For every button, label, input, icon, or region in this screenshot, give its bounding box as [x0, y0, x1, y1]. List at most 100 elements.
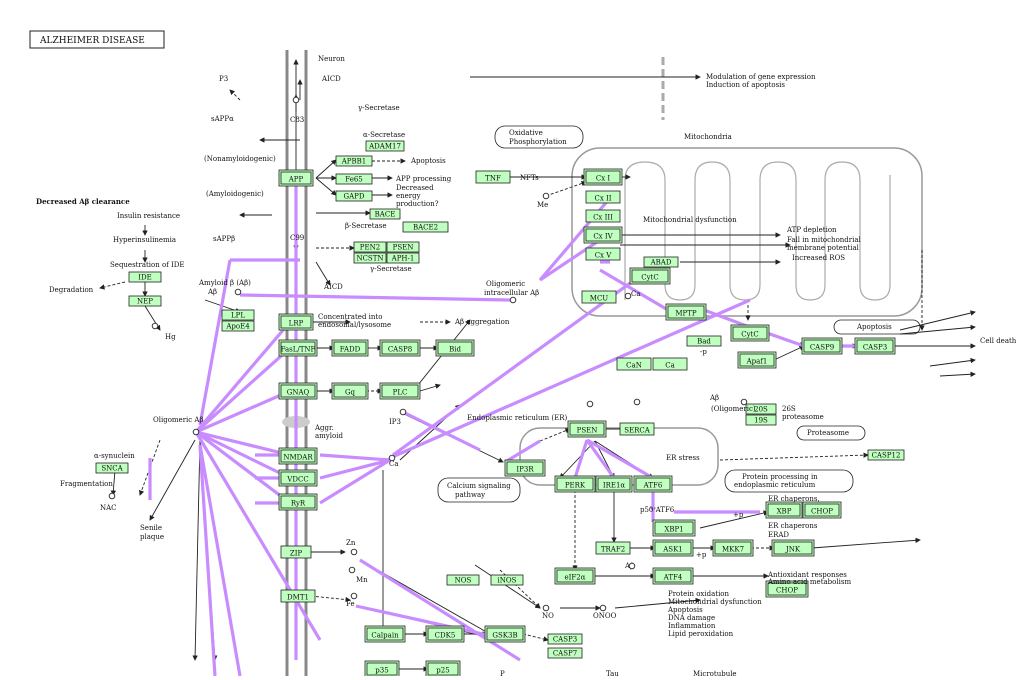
gene-node-mptp[interactable]: MPTP	[665, 303, 707, 321]
gene-node-casp3b[interactable]: CASP3	[547, 633, 583, 645]
compound-dot[interactable]	[192, 428, 200, 436]
gene-node-19s[interactable]: 19S	[745, 414, 777, 426]
gene-node-atf4[interactable]: ATF4	[652, 567, 694, 585]
gene-node-cxii[interactable]: Cx II	[585, 190, 621, 204]
compound-dot[interactable]	[108, 492, 116, 500]
compound-dot[interactable]	[234, 288, 242, 296]
label-hyperins: Hyperinsulinemia	[113, 236, 176, 244]
label-c99: C99	[290, 234, 304, 242]
gene-node-abad[interactable]: ABAD	[643, 256, 679, 268]
gene-node-nep[interactable]: NEP	[128, 295, 162, 307]
gene-node-calpain[interactable]: Calpain	[364, 625, 406, 643]
compound-dot[interactable]	[509, 296, 517, 304]
gene-node-fasl[interactable]: FasL/TNF	[278, 339, 318, 357]
gene-node-eif2a[interactable]: eIF2α	[554, 567, 596, 585]
gene-node-gsk3b[interactable]: GSK3B	[484, 625, 526, 643]
gene-node-p35[interactable]: p35	[364, 660, 400, 678]
gene-node-atf6[interactable]: ATF6	[633, 475, 673, 493]
gene-node-gapd[interactable]: GAPD	[335, 190, 373, 202]
gene-node-snca[interactable]: SNCA	[95, 462, 129, 474]
gene-node-fadd[interactable]: FADD	[331, 339, 369, 357]
gene-node-app[interactable]: APP	[278, 169, 314, 187]
gene-node-bace2[interactable]: BACE2	[402, 221, 449, 233]
gene-node-nmdar[interactable]: NMDAR	[278, 447, 318, 465]
gene-node-adam17[interactable]: ADAM17	[365, 140, 405, 152]
compound-dot[interactable]	[633, 398, 641, 406]
gene-node-ide[interactable]: IDE	[128, 271, 162, 283]
gene-node-aph1[interactable]: APH-1	[386, 252, 420, 264]
compound-dot[interactable]	[350, 592, 358, 600]
gene-node-dmt1[interactable]: DMT1	[280, 589, 316, 603]
gene-node-zip[interactable]: ZIP	[280, 545, 312, 559]
compound-dot[interactable]	[292, 96, 300, 104]
gene-node-ire1a[interactable]: IRE1α	[595, 475, 633, 493]
label-ca2: Ca	[389, 460, 399, 468]
gene-node-chop2[interactable]: CHOP	[802, 501, 842, 519]
compound-dot[interactable]	[350, 548, 358, 556]
gene-node-ip3r[interactable]: IP3R	[504, 459, 546, 477]
gene-node-20s[interactable]: 20S	[745, 403, 777, 415]
gene-node-chop[interactable]: CHOP	[765, 580, 809, 598]
gene-node-cxv[interactable]: Cx V	[585, 247, 621, 261]
gene-node-jnk[interactable]: JNK	[771, 539, 815, 557]
compound-dot[interactable]	[399, 408, 407, 416]
gene-node-perk[interactable]: PERK	[554, 475, 596, 493]
gene-node-xbp[interactable]: XBP	[765, 501, 803, 519]
gene-node-serca[interactable]: SERCA	[619, 422, 655, 436]
gene-node-mcu[interactable]: MCU	[581, 290, 617, 304]
gene-node-tnf[interactable]: TNF	[475, 170, 511, 184]
compound-dot[interactable]	[624, 292, 632, 300]
gene-node-nos[interactable]: NOS	[446, 574, 480, 586]
gene-node-bid[interactable]: Bid	[435, 339, 475, 357]
gene-node-cdk5[interactable]: CDK5	[425, 625, 465, 643]
gene-node-vdcc[interactable]: VDCC	[278, 469, 318, 487]
gene-node-cxiv[interactable]: Cx IV	[583, 226, 623, 244]
gene-node-casp12[interactable]: CASP12	[867, 449, 905, 461]
compound-dot[interactable]	[542, 192, 550, 200]
gene-node-fe65[interactable]: Fe65	[335, 173, 373, 185]
gene-node-bace[interactable]: BACE	[369, 208, 401, 220]
pathway-edge	[614, 597, 701, 609]
compound-dot[interactable]	[151, 322, 159, 330]
gene-node-apaf1[interactable]: Apaf1	[737, 351, 777, 369]
gene-node-cytc[interactable]: CytC	[730, 324, 770, 342]
gene-box	[773, 541, 813, 555]
gene-node-can2[interactable]: Ca	[652, 357, 688, 371]
compound-dot[interactable]	[388, 454, 396, 462]
gene-node-casp7[interactable]: CASP7	[547, 647, 583, 659]
gene-label: IP3R	[516, 466, 534, 474]
gene-node-gnaq[interactable]: GNAQ	[278, 382, 318, 400]
gene-node-xbp1[interactable]: XBP1	[652, 519, 696, 537]
gene-node-lrp[interactable]: LRP	[278, 313, 314, 331]
compound-dot[interactable]	[628, 562, 636, 570]
gene-node-ask1[interactable]: ASK1	[652, 539, 694, 557]
gene-node-cxiii[interactable]: Cx III	[585, 209, 621, 223]
gene-node-psen[interactable]: PSEN	[567, 420, 607, 438]
gene-node-ryr[interactable]: RyR	[278, 493, 318, 511]
gene-node-casp8[interactable]: CASP8	[379, 339, 421, 357]
gene-node-inos[interactable]: iNOS	[490, 574, 524, 586]
gene-node-casp3[interactable]: CASP3	[854, 337, 896, 355]
compound-dot[interactable]	[586, 400, 594, 408]
label-26s: 26S	[782, 405, 796, 413]
gene-node-casp9[interactable]: CASP9	[801, 337, 843, 355]
gene-node-p25[interactable]: p25	[425, 660, 461, 678]
compound-dot[interactable]	[740, 398, 748, 406]
compound-dot[interactable]	[348, 566, 356, 574]
compound-dot[interactable]	[599, 604, 607, 612]
gene-node-psen_s[interactable]: PSEN	[386, 241, 420, 253]
gene-node-apbb1[interactable]: APBB1	[335, 155, 373, 167]
gene-node-can[interactable]: CaN	[616, 357, 652, 371]
gene-node-pen2[interactable]: PEN2	[353, 241, 387, 253]
gene-node-ncstn[interactable]: NCSTN	[353, 252, 387, 264]
gene-node-apoe4[interactable]: ApoE4	[221, 320, 255, 332]
gene-node-cytc_m[interactable]: CytC	[629, 267, 671, 285]
gene-node-cxi[interactable]: Cx I	[583, 168, 623, 186]
gene-node-mkk7[interactable]: MKK7	[712, 539, 754, 557]
gene-node-traf2[interactable]: TRAF2	[595, 541, 631, 555]
gene-node-bad[interactable]: Bad	[686, 335, 722, 347]
gene-node-gq[interactable]: Gq	[331, 382, 369, 400]
gene-node-plc[interactable]: PLC	[379, 382, 421, 400]
gene-node-lpl[interactable]: LPL	[221, 309, 255, 321]
compound-dot[interactable]	[542, 604, 550, 612]
